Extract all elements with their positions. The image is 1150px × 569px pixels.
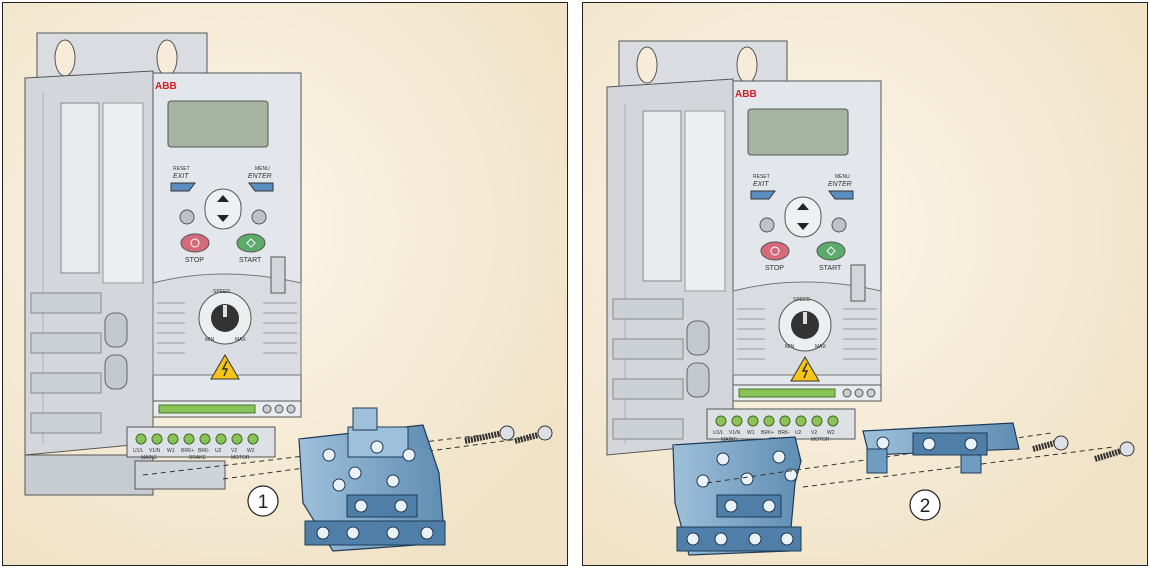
dial-min-label: MIN — [785, 344, 795, 350]
terminal-u2: U2 — [795, 430, 802, 436]
dial-min-label: MIN — [205, 337, 215, 343]
terminal-v2: V2 — [811, 430, 817, 436]
brand-logo: ABB — [735, 89, 757, 100]
start-key[interactable] — [817, 242, 845, 260]
terminal-w1: W1 — [747, 430, 755, 436]
menu-label: MENU — [835, 174, 850, 180]
start-label: START — [819, 265, 842, 272]
drive-side-body — [607, 79, 733, 455]
terminal-brk-plus: BRK+ — [761, 430, 774, 436]
dial-max-label: MAX — [815, 344, 827, 350]
terminal-w2: W2 — [247, 448, 255, 454]
start-key[interactable] — [237, 234, 265, 252]
callout-2: 2 — [910, 490, 940, 520]
stop-label: STOP — [185, 257, 204, 264]
terminal-brk-minus: BRK- — [198, 448, 210, 454]
menu-label: MENU — [255, 166, 270, 172]
right-key[interactable] — [832, 218, 846, 232]
right-key[interactable] — [252, 210, 266, 224]
reset-label: RESET — [173, 166, 190, 172]
mounted-clamp-plate — [673, 437, 801, 555]
drive-illustration-2: ABB RESET EXIT MENU ENTER STOP START SPE — [583, 3, 1148, 566]
stop-key[interactable] — [761, 242, 789, 260]
callout-number: 2 — [920, 496, 931, 517]
drive-front: ABB RESET EXIT MENU ENTER STOP START — [153, 73, 301, 417]
callout-1: 1 — [248, 486, 278, 516]
lcd-display — [168, 101, 268, 147]
terminal-v2: V2 — [231, 448, 237, 454]
left-key[interactable] — [180, 210, 194, 224]
terminal-u1: U1/L — [713, 430, 724, 436]
drive-illustration-1: ABB RESET EXIT MENU ENTER STOP START — [3, 3, 568, 566]
dial-label: SPEED — [213, 289, 230, 295]
group-mains: MAINS — [141, 455, 158, 461]
exit-label: EXIT — [753, 181, 769, 188]
terminal-v1: V1/N — [729, 430, 741, 436]
fieldbus-cover — [851, 265, 865, 301]
reset-label: RESET — [753, 174, 770, 180]
callout-number: 1 — [258, 492, 269, 513]
group-motor: MOTOR — [231, 455, 250, 461]
terminal-w1: W1 — [167, 448, 175, 454]
terminal-u2: U2 — [215, 448, 222, 454]
control-terminal-strip — [159, 405, 255, 413]
terminal-brk-minus: BRK- — [778, 430, 790, 436]
group-brake: BRAKE — [189, 455, 207, 461]
group-motor: MOTOR — [811, 437, 830, 443]
fieldbus-cover — [271, 257, 285, 293]
lcd-display — [748, 109, 848, 155]
illustration-panel-step-1: ABB RESET EXIT MENU ENTER STOP START — [2, 2, 568, 566]
control-terminal-strip — [739, 389, 835, 397]
terminal-u1: U1/L — [133, 448, 144, 454]
dial-max-label: MAX — [235, 337, 247, 343]
left-key[interactable] — [760, 218, 774, 232]
enter-label: ENTER — [248, 173, 272, 180]
stop-label: STOP — [765, 265, 784, 272]
start-label: START — [239, 257, 262, 264]
drive-front: ABB RESET EXIT MENU ENTER STOP START SPE — [733, 81, 881, 401]
illustration-panel-step-2: ABB RESET EXIT MENU ENTER STOP START SPE — [582, 2, 1148, 566]
brand-logo: ABB — [155, 81, 177, 92]
dial-label: SPEED — [793, 297, 810, 303]
terminal-w2: W2 — [827, 430, 835, 436]
terminal-v1: V1/N — [149, 448, 161, 454]
terminal-brk-plus: BRK+ — [181, 448, 194, 454]
enter-label: ENTER — [828, 181, 852, 188]
exit-label: EXIT — [173, 173, 189, 180]
stop-key[interactable] — [181, 234, 209, 252]
